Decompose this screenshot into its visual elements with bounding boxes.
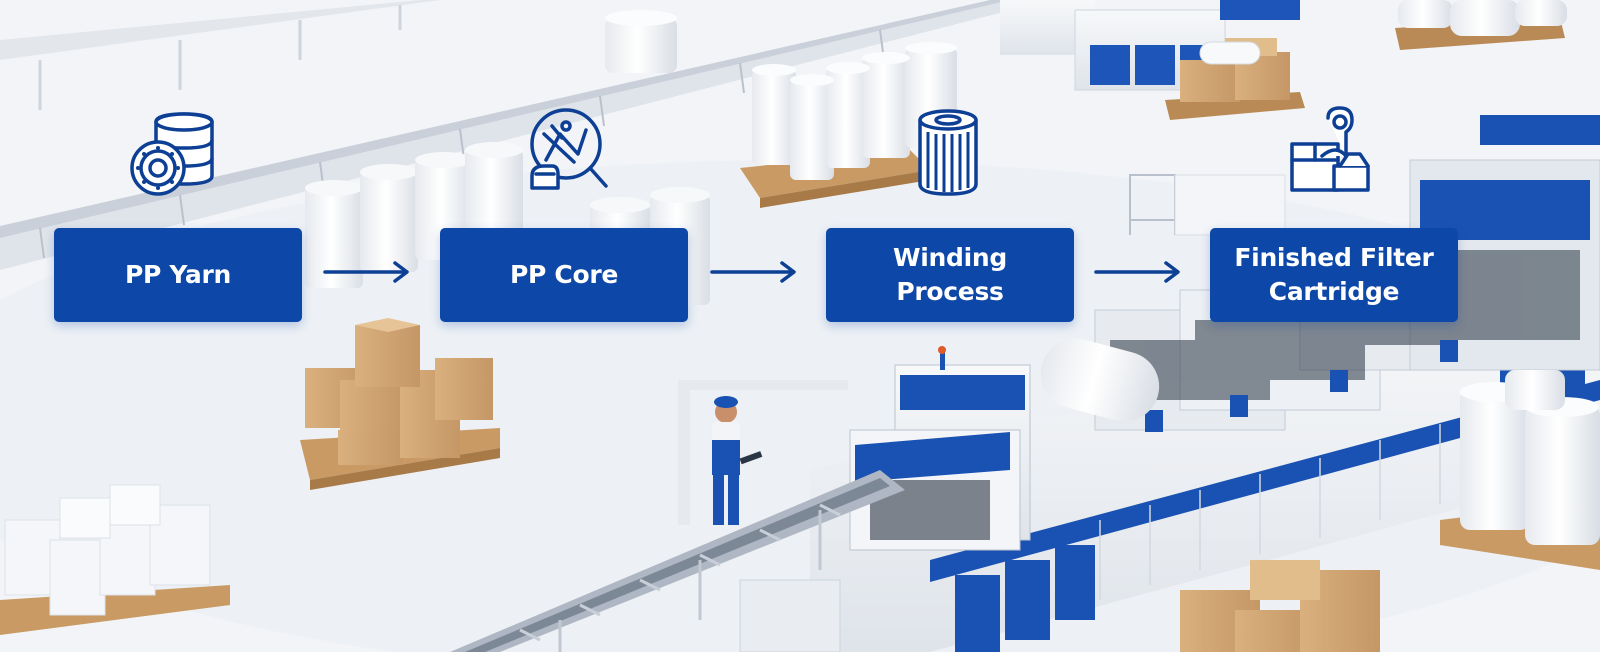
- operator-figure: [678, 380, 848, 525]
- winding-machine-line: [810, 115, 1600, 652]
- small-cabinet: [1174, 174, 1286, 236]
- cardboard-pallet-left: [300, 318, 500, 490]
- packaged-product-icon: [1290, 106, 1370, 192]
- step-pp-core: PP Core: [440, 228, 688, 322]
- roll-pallet-right: [1440, 370, 1600, 570]
- yarn-spools-icon: [130, 112, 214, 196]
- front-conveyor: [450, 470, 905, 652]
- top-right-machines: [1000, 0, 1567, 120]
- wound-cartridge-icon: [918, 109, 978, 196]
- step-finished-filter-cartridge: Finished Filter Cartridge: [1210, 228, 1458, 322]
- arrow-right-icon: [323, 261, 409, 283]
- arrow-right-icon: [710, 261, 796, 283]
- step-label: Finished Filter Cartridge: [1234, 243, 1434, 306]
- step-pp-yarn: PP Yarn: [54, 228, 302, 322]
- step-label: PP Core: [509, 260, 619, 289]
- step-label: PP Yarn: [124, 260, 232, 289]
- step-winding-process: Winding Process: [826, 228, 1074, 322]
- step-label: Winding Process: [892, 243, 1007, 306]
- pp-core-inspection-icon: [530, 108, 608, 190]
- white-boxes-left: [0, 484, 230, 635]
- cardboard-boxes-right: [1180, 560, 1380, 652]
- arrow-right-icon: [1094, 261, 1180, 283]
